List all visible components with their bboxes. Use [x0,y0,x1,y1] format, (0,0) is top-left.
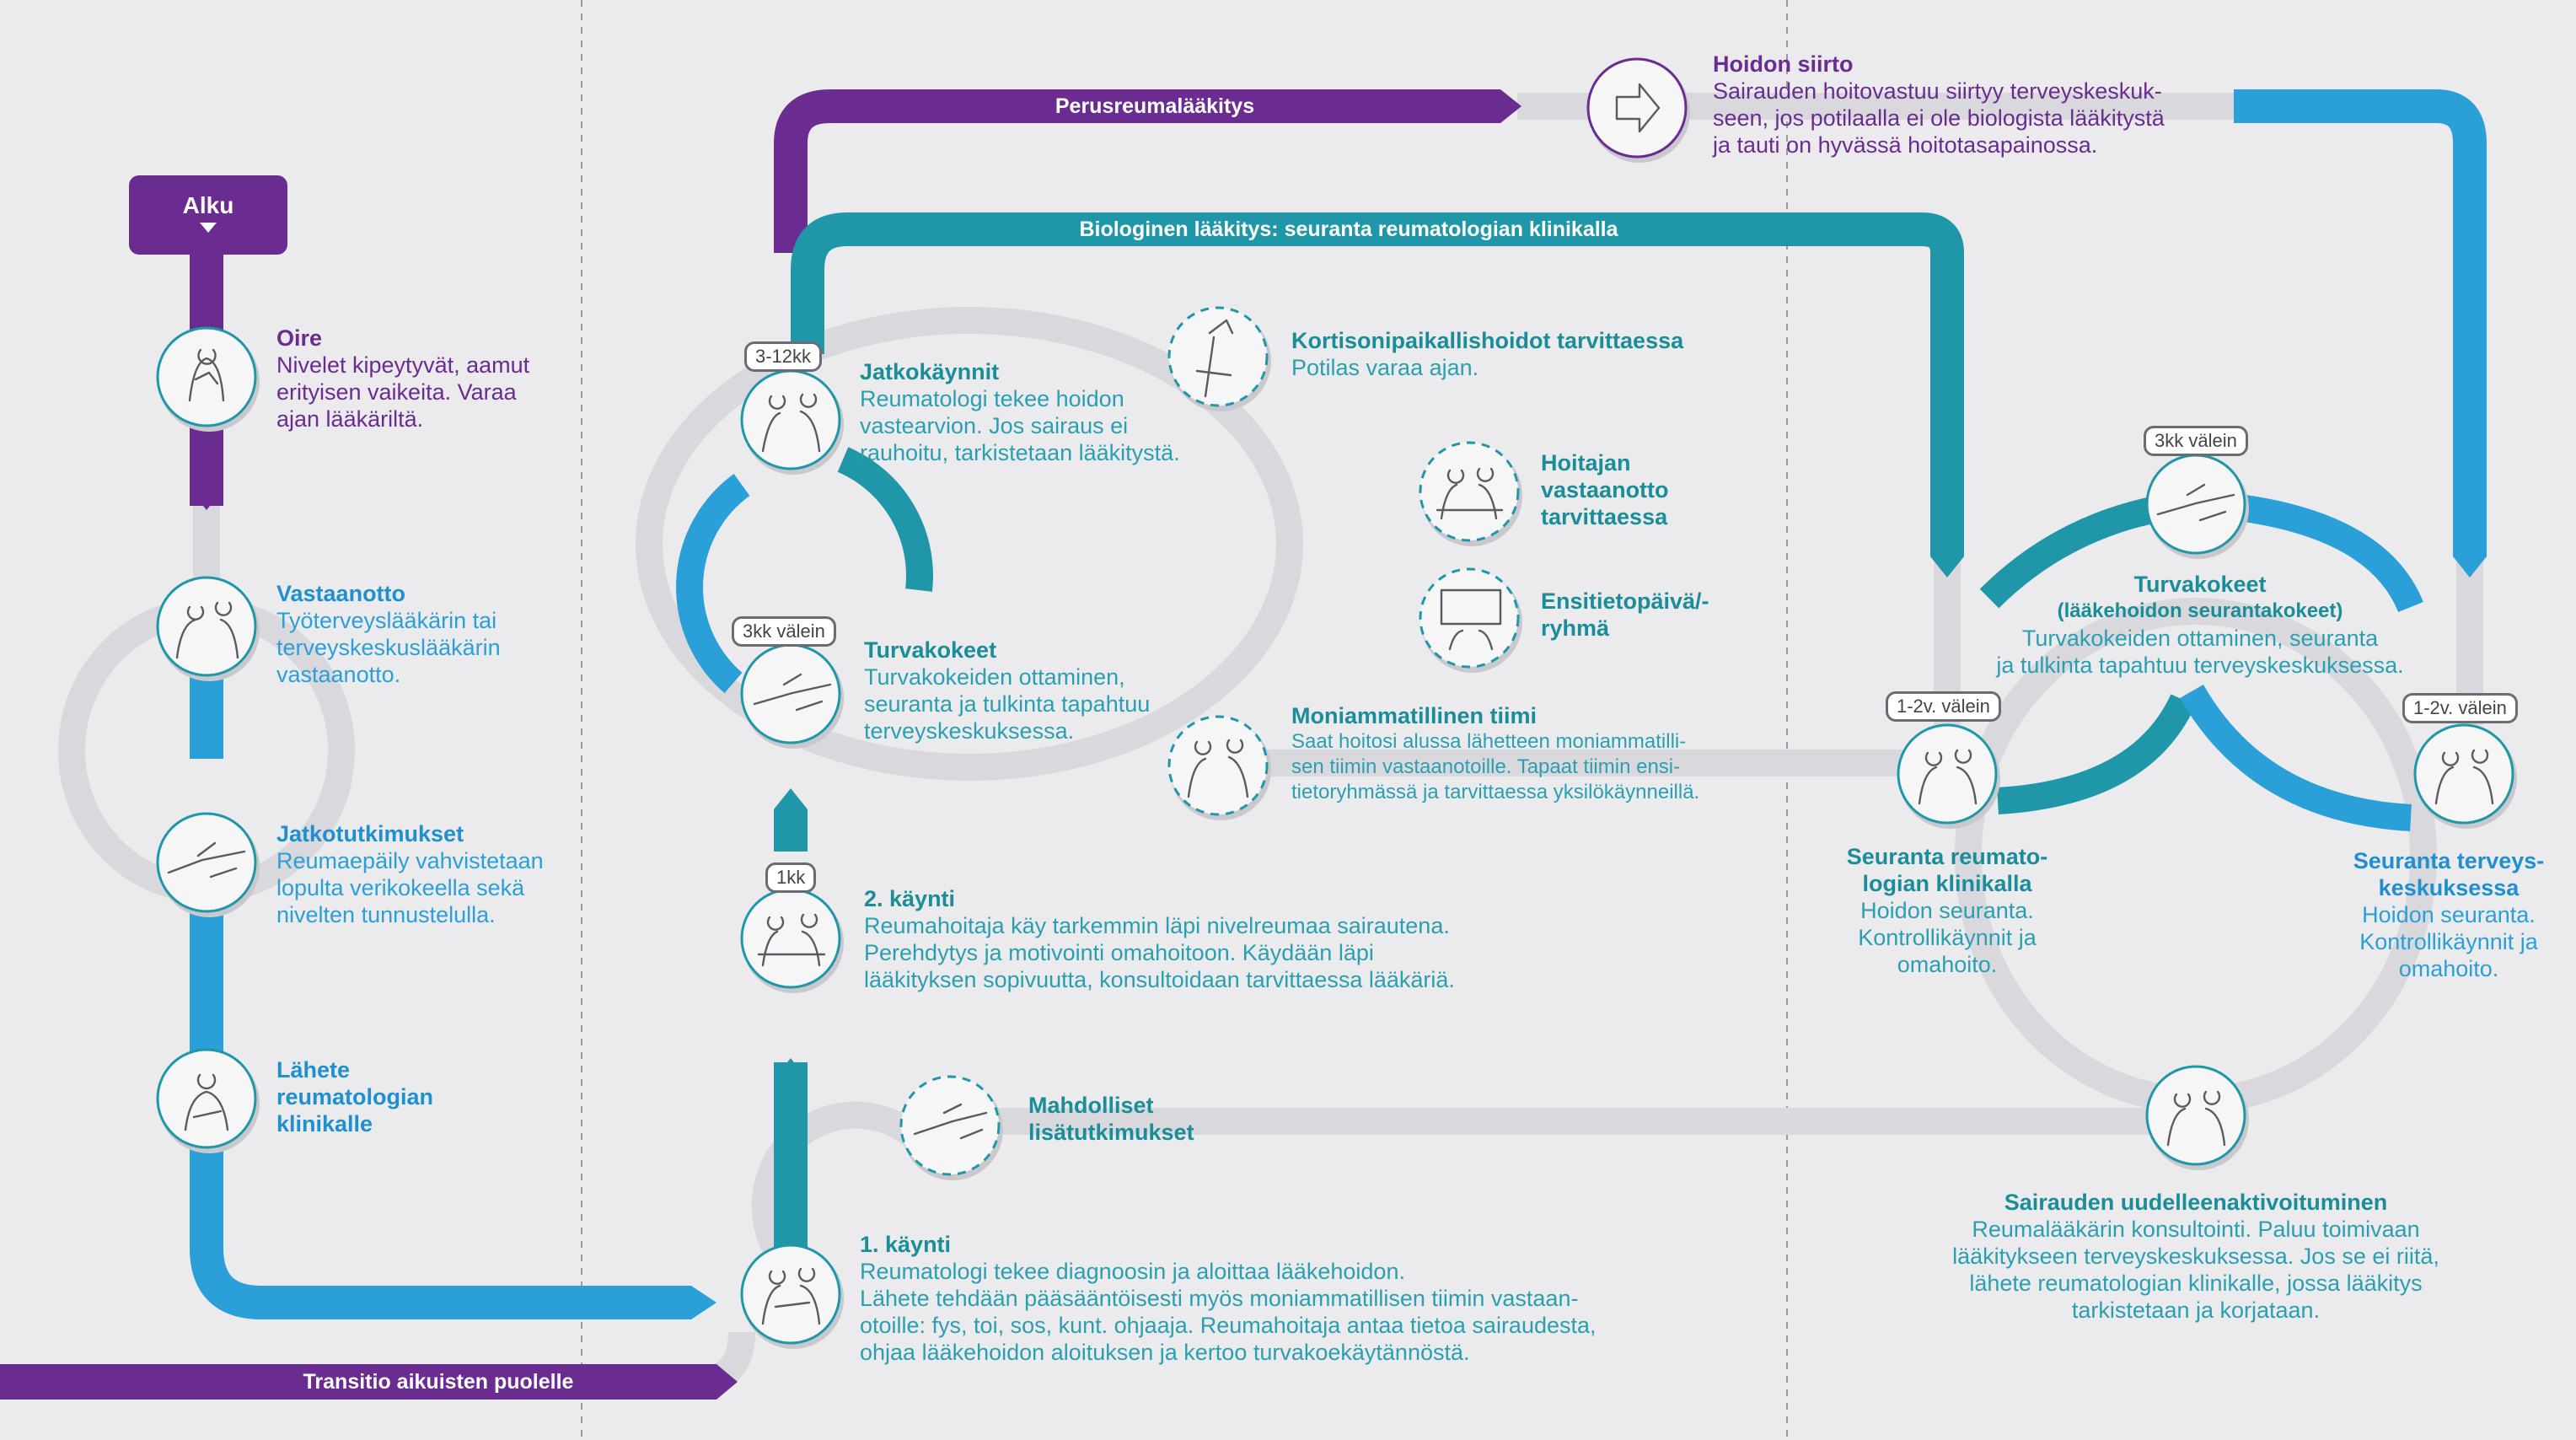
step-kaynti1: 1. käynti Reumatologi tekee diagnoosin j… [860,1231,1703,1366]
step-title: Oire [276,325,323,351]
step-body: Turvakokeiden ottaminen, seuranta ja tul… [864,664,1151,744]
step-body: Turvakokeiden ottaminen, seuranta ja tul… [1996,626,2404,678]
step-body: Sairauden hoitovastuu siirtyy terveyskes… [1713,78,2165,158]
step-kaynti2: 2. käynti Reumahoitaja käy tarkemmin läp… [864,885,1623,993]
start-box: Alku [129,175,287,255]
step-turva-oikea: Turvakokeet (lääkehoidon seurantakokeet)… [1964,571,2436,679]
step-title: Hoitajan vastaanotto tarvittaessa [1541,450,1669,529]
step-kortisoni: Kortisonipaikallishoidot tarvittaessa Po… [1291,327,1763,381]
step-subtitle: (lääkehoidon seurantakokeet) [2057,599,2343,622]
step-title: Jatkokäynnit [860,359,1000,384]
step-seuranta-reuma: Seuranta reumato- logian klinikalla Hoid… [1812,843,2082,978]
step-jatkotutkimukset: Jatkotutkimukset Reumaepäily vahvistetaa… [276,820,580,928]
step-seuranta-terveys: Seuranta terveys- keskuksessa Hoidon seu… [2326,847,2571,982]
step-title: Turvakokeet [2133,572,2267,597]
badge-kaynti2-interval: 1kk [765,862,817,893]
step-lahete: Lähete reumatologian klinikalle [276,1056,580,1137]
step-body: Saat hoitosi alussa lähetteen moniammati… [1291,730,1700,803]
step-title: Jatkotutkimukset [276,821,464,846]
step-vastaanotto: Vastaanotto Työterveyslääkärin tai terve… [276,580,580,688]
step-jatkokaynnit: Jatkokäynnit Reumatologi tekee hoidon va… [860,358,1222,466]
step-title: Sairauden uudelleenaktivoituminen [2004,1190,2388,1215]
start-label: Alku [182,192,234,218]
step-body: Reumatologi tekee diagnoosin ja aloittaa… [860,1259,1597,1365]
bar-biologinen-laakitys: Biologinen lääkitys: seuranta reumatolog… [1079,217,1618,241]
step-title: Vastaanotto [276,581,406,606]
step-title: Moniammatillinen tiimi [1291,703,1538,728]
step-body: Nivelet kipeytyvät, aamut erityisen vaik… [276,352,530,432]
step-title: Ensitietopäivä/- ryhmä [1541,588,1709,641]
bar-perusreumalaakitys: Perusreumalääkitys [1055,94,1255,118]
step-body: Työterveyslääkärin tai terveyskeskuslääk… [276,608,501,687]
step-moniammatillinen: Moniammatillinen tiimi Saat hoitosi alus… [1291,702,1763,805]
badge-turva-right-interval: 3kk välein [2144,426,2248,456]
step-hoitaja: Hoitajan vastaanotto tarvittaessa [1541,449,1760,530]
badge-seuranta-reuma-interval: 1-2v. välein [1886,691,2001,722]
step-title: Turvakokeet [864,637,997,663]
step-title: Kortisonipaikallishoidot tarvittaessa [1291,328,1684,353]
step-body: Reumahoitaja käy tarkemmin läpi nivelreu… [864,913,1455,992]
step-body: Hoidon seuranta. Kontrollikäynnit ja oma… [1858,898,2037,977]
badge-jatko-interval: 3-12kk [744,341,823,372]
step-oire: Oire Nivelet kipeytyvät, aamut erityisen… [276,325,580,433]
step-title: 2. käynti [864,886,956,911]
bar-transitio: Transitio aikuisten puolelle [303,1369,574,1394]
step-turvakokeet: Turvakokeet Turvakokeiden ottaminen, seu… [864,637,1218,744]
step-title: 1. käynti [860,1232,952,1257]
step-body: Potilas varaa ajan. [1291,355,1479,380]
step-title: Lähete reumatologian klinikalle [276,1057,434,1136]
step-body: Reumaepäily vahvistetaan lopulta verikok… [276,848,544,927]
step-lisatutkimukset: Mahdolliset lisätutkimukset [1028,1092,1281,1146]
step-ensitieto: Ensitietopäivä/- ryhmä [1541,588,1760,642]
badge-turva-left-interval: 3kk välein [732,616,836,647]
chevron-down-icon [200,223,217,233]
step-title: Seuranta terveys- keskuksessa [2353,848,2545,900]
step-hoidon-siirto: Hoidon siirto Sairauden hoitovastuu siir… [1713,51,2185,159]
step-body: Hoidon seuranta. Kontrollikäynnit ja oma… [2359,902,2538,981]
step-title: Mahdolliset lisätutkimukset [1028,1093,1194,1145]
step-body: Reumalääkärin konsultointi. Paluu toimiv… [1952,1217,2439,1323]
step-body: Reumatologi tekee hoidon vastearvion. Jo… [860,386,1180,465]
step-title: Seuranta reumato- logian klinikalla [1846,844,2048,896]
step-title: Hoidon siirto [1713,51,1854,77]
badge-seuranta-terveys-interval: 1-2v. välein [2402,693,2518,723]
step-uudelleenaktivoituminen: Sairauden uudelleenaktivoituminen Reumal… [1913,1189,2478,1324]
